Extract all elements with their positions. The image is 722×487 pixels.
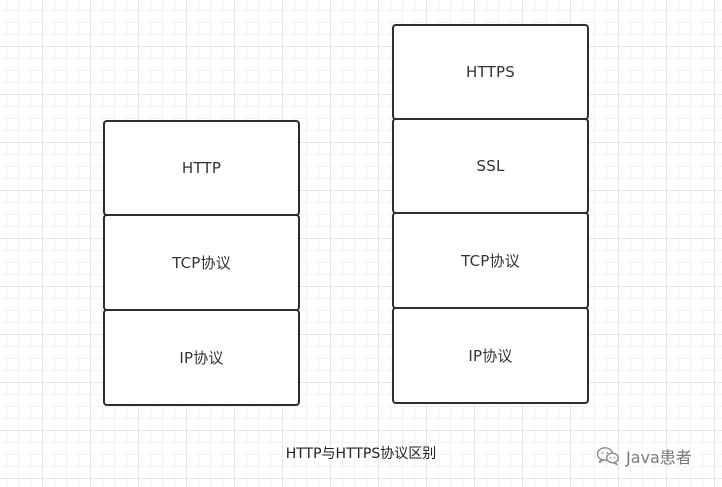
http-ip-layer-label: IP协议 bbox=[179, 349, 224, 367]
watermark: Java患者 bbox=[596, 444, 692, 468]
https-tcp-layer-box: TCP协议 bbox=[392, 212, 589, 309]
wechat-icon bbox=[596, 446, 620, 466]
http-tcp-layer-label: TCP协议 bbox=[172, 254, 231, 272]
diagram-caption: HTTP与HTTPS协议区别 bbox=[285, 446, 437, 462]
ssl-layer-label: SSL bbox=[476, 157, 505, 175]
http-ip-layer-box: IP协议 bbox=[103, 309, 300, 406]
https-ip-layer-label: IP协议 bbox=[468, 347, 513, 365]
https-tcp-layer-label: TCP协议 bbox=[461, 252, 520, 270]
https-layer-box: HTTPS bbox=[392, 24, 589, 120]
http-tcp-layer-box: TCP协议 bbox=[103, 214, 300, 311]
https-ip-layer-box: IP协议 bbox=[392, 307, 589, 404]
https-layer-label: HTTPS bbox=[466, 63, 515, 81]
http-layer-label: HTTP bbox=[181, 159, 222, 177]
http-layer-box: HTTP bbox=[103, 120, 300, 216]
ssl-layer-box: SSL bbox=[392, 118, 589, 214]
watermark-text: Java患者 bbox=[626, 448, 692, 467]
